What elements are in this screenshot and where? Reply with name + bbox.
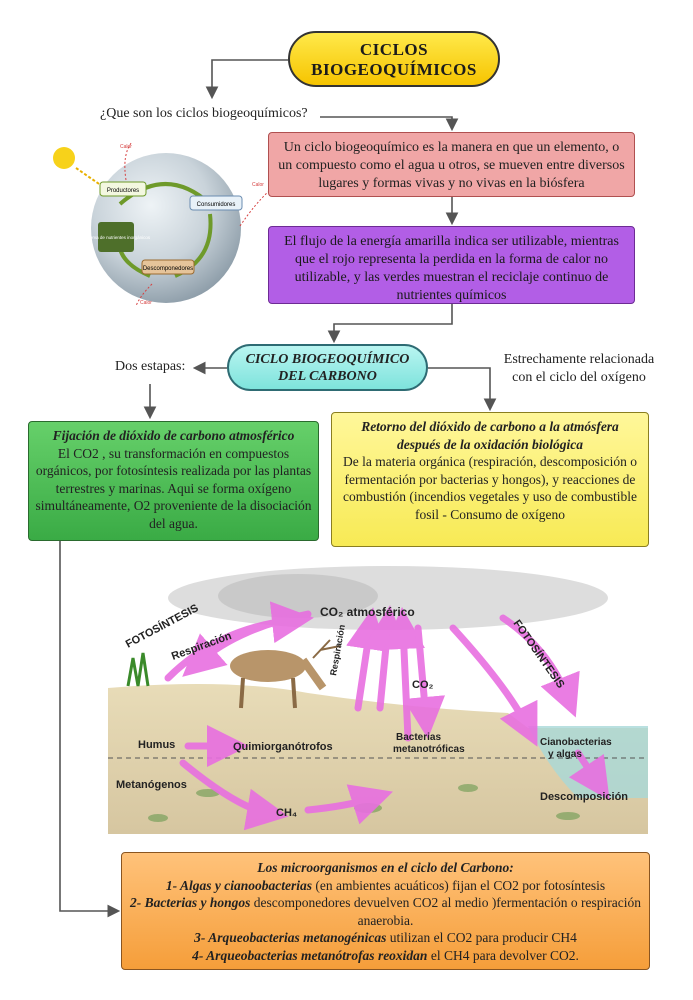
globe-label-reserves: Reserva de nutrientes inorgánicos (82, 235, 151, 240)
micro-item-1: 1- Algas y cianoobacterias (en ambientes… (128, 877, 643, 895)
micro-title: Los microorganismos en el ciclo del Carb… (128, 859, 643, 877)
energy-box: El flujo de la energía amarilla indica s… (268, 226, 635, 304)
two-stages-label: Dos estapas: (115, 359, 185, 375)
globe-illustration: Productores Consumidores Reserva de nutr… (40, 134, 270, 310)
micro-item-1-rest: (en ambientes acuáticos) fijan el CO2 po… (312, 878, 605, 893)
micro-item-3-bold: 3- Arqueobacterias metanogénicas (194, 930, 386, 945)
globe-label-consumers: Consumidores (197, 202, 236, 208)
globe-label-heat-2: Calor (252, 182, 264, 188)
micro-item-2-rest: descomponedores devuelven CO2 al medio )… (250, 895, 641, 928)
sun-icon (53, 147, 75, 169)
globe-label-decomposers: Descomponedores (143, 266, 193, 272)
microorganisms-box: Los microorganismos en el ciclo del Carb… (121, 852, 650, 970)
label-bacterias-1: Bacterias (396, 732, 441, 743)
fixation-box: Fijación de dióxido de carbono atmosféri… (28, 421, 319, 541)
carbon-line-2: DEL CARBONO (229, 368, 426, 385)
label-photosynthesis-right: FOTOSÍNTESIS (511, 617, 568, 690)
carbon-cycle-illustration: FOTOSÍNTESIS Respiración CO₂ atmosférico… (108, 558, 648, 834)
micro-item-4: 4- Arqueobacterias metanótrofas reoxidan… (128, 947, 643, 965)
carbon-line-1: CICLO BIOGEOQUÍMICO (229, 351, 426, 368)
label-respiration-mid: Respiración (328, 624, 347, 676)
label-co2: CO₂ (412, 679, 434, 691)
micro-item-3: 3- Arqueobacterias metanogénicas utiliza… (128, 929, 643, 947)
label-metanogenos: Metanógenos (116, 779, 187, 791)
question-text: ¿Que son los ciclos biogeoquímicos? (100, 106, 308, 122)
return-title: Retorno del dióxido de carbono a la atmó… (338, 418, 642, 453)
micro-item-4-bold: 4- Arqueobacterias metanótrofas reoxidan (192, 948, 427, 963)
fixation-title: Fijación de dióxido de carbono atmosféri… (35, 427, 312, 445)
return-box: Retorno del dióxido de carbono a la atmó… (331, 412, 649, 547)
label-bacterias-2: metanotróficas (393, 744, 465, 755)
carbon-cycle-title: CICLO BIOGEOQUÍMICO DEL CARBONO (227, 344, 428, 391)
oxygen-relation-label: Estrechamente relacionada con el ciclo d… (494, 351, 664, 387)
title-line-2: BIOGEOQUÍMICOS (290, 60, 498, 80)
micro-item-2: 2- Bacterias y hongos descomponedores de… (128, 894, 643, 929)
label-photosynthesis-left: FOTOSÍNTESIS (123, 601, 200, 650)
micro-item-1-bold: 1- Algas y cianoobacterias (166, 878, 312, 893)
label-quimio: Quimiorganótrofos (233, 741, 333, 753)
label-co2-atm: CO₂ atmosférico (320, 605, 415, 619)
main-title: CICLOS BIOGEOQUÍMICOS (288, 31, 500, 87)
label-ch4: CH₄ (276, 807, 297, 819)
micro-item-2-bold: 2- Bacterias y hongos (130, 895, 250, 910)
micro-item-4-rest: el CH4 para devolver CO2. (427, 948, 578, 963)
label-descomposicion: Descomposición (540, 791, 628, 803)
label-humus: Humus (138, 739, 175, 751)
title-line-1: CICLOS (290, 40, 498, 60)
definition-box: Un ciclo biogeoquímico es la manera en q… (268, 132, 635, 197)
globe-label-producers: Productores (107, 188, 139, 194)
oxygen-relation-line-1: Estrechamente relacionada (494, 351, 664, 369)
oxygen-relation-line-2: con el ciclo del oxígeno (494, 369, 664, 387)
label-ciano-2: y algas (548, 749, 582, 760)
return-body: De la materia orgánica (respiración, des… (338, 453, 642, 523)
globe-label-heat-3: Calor (140, 300, 152, 306)
micro-item-3-rest: utilizan el CO2 para producir CH4 (386, 930, 576, 945)
globe-label-heat-1: Calor (120, 144, 132, 150)
fixation-body: El CO2 , su transformación en compuestos… (35, 445, 312, 533)
label-ciano-1: Cianobacterias (540, 737, 612, 748)
